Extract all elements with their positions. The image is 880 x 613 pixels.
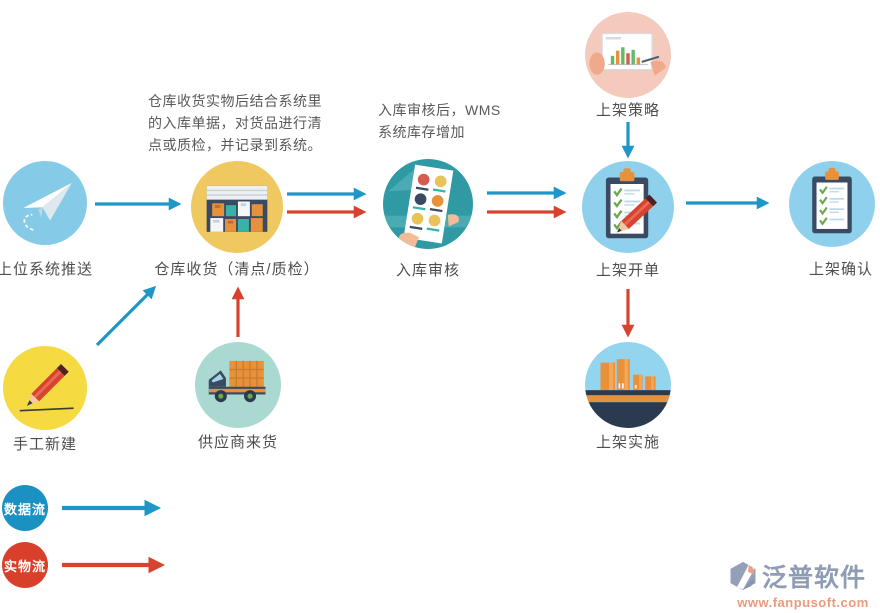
confirm-clipboard-icon (812, 167, 852, 234)
node-strategy-label: 上架策略 (595, 102, 661, 119)
footer-brand: 泛普软件 www.fanpusoft.com (728, 558, 878, 610)
audit-note: 入库审核后，WMS 系统库存增加 (378, 102, 501, 140)
pencil-icon (19, 363, 74, 412)
node-order-circle (582, 161, 674, 253)
node-push-label: 上位系统推送 (0, 261, 94, 278)
node-order-label: 上架开单 (595, 262, 661, 279)
truck-icon (208, 360, 266, 403)
legend-data-flow-badge: 数据流 (2, 485, 48, 531)
audit-checklist-icon (384, 164, 472, 249)
warehouse-icon (206, 185, 268, 232)
legend-physical-flow-label: 实物流 (3, 558, 46, 574)
legend-physical-flow-badge: 实物流 (2, 542, 48, 588)
node-confirm-circle (789, 161, 875, 247)
receiving-note: 仓库收货实物后结合系统里 的入库单据，对货品进行清 点或质检，并记录到系统。 (148, 93, 322, 153)
node-implement-label: 上架实施 (595, 434, 661, 451)
fanpu-logo-icon (730, 561, 756, 591)
node-audit-circle (383, 159, 473, 249)
brand-name: 泛普软件 (762, 564, 867, 592)
brand-url: www.fanpusoft.com (737, 595, 869, 610)
node-supplier-label: 供应商来货 (197, 434, 279, 451)
node-push-circle (3, 161, 87, 245)
node-warehouse-circle (191, 161, 283, 253)
node-supplier-circle (195, 342, 281, 428)
legend-data-flow-label: 数据流 (3, 501, 46, 517)
node-warehouse-label: 仓库收货（清点/质检） (154, 261, 320, 278)
node-confirm-label: 上架确认 (808, 261, 874, 278)
paper-plane-icon (23, 182, 72, 231)
node-implement-circle (585, 342, 671, 428)
arrow-manual-to-warehouse (95, 285, 157, 347)
strategy-chart-icon (589, 32, 666, 76)
order-clipboard-pencil-icon (605, 168, 658, 239)
node-manual-label: 手工新建 (12, 436, 78, 453)
node-strategy-circle (585, 12, 671, 98)
cargo-shelf-icon (585, 359, 671, 428)
node-audit-label: 入库审核 (395, 262, 461, 279)
node-manual-circle (3, 346, 87, 430)
